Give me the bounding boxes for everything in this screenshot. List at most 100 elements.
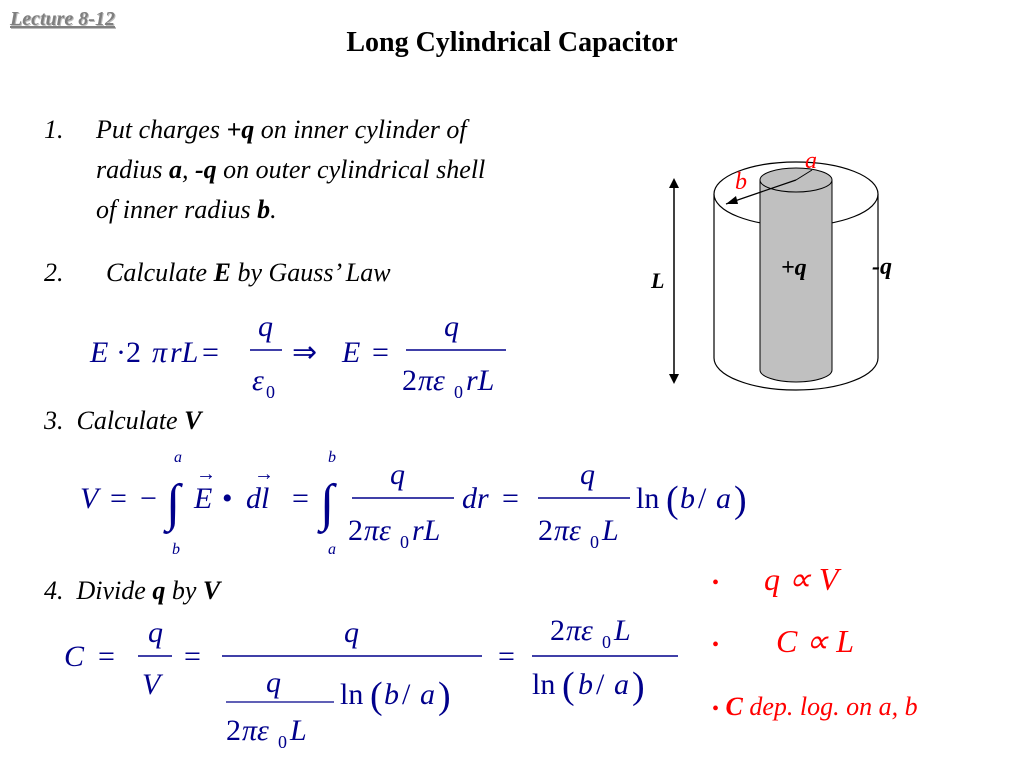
svg-text:=: = bbox=[292, 482, 309, 515]
svg-text:0: 0 bbox=[266, 382, 275, 402]
svg-text:/: / bbox=[402, 678, 411, 711]
svg-text:πε: πε bbox=[364, 514, 391, 547]
bullet-2-text: C ∝ L bbox=[776, 623, 854, 659]
svg-text:): ) bbox=[632, 665, 645, 707]
svg-text:=: = bbox=[98, 640, 115, 673]
svg-text:=: = bbox=[502, 482, 519, 515]
svg-text:⇒: ⇒ bbox=[292, 336, 317, 369]
svg-text:E: E bbox=[193, 482, 212, 515]
radius-b-arrow bbox=[725, 179, 797, 205]
svg-text:∫: ∫ bbox=[317, 475, 337, 534]
gauss-law-equation: E ·2 π rL = q ε 0 ⇒ E = q 2 πε 0 rL bbox=[89, 310, 506, 402]
svg-text:): ) bbox=[734, 479, 747, 521]
svg-text:•: • bbox=[222, 482, 233, 515]
svg-text:−: − bbox=[140, 482, 157, 515]
svg-text:q: q bbox=[266, 666, 281, 699]
svg-text:q: q bbox=[344, 616, 359, 649]
svg-text:=: = bbox=[110, 482, 127, 515]
svg-text:πε: πε bbox=[554, 514, 581, 547]
svg-text:a: a bbox=[328, 541, 336, 558]
svg-text:b: b bbox=[578, 668, 593, 701]
length-arrow-bottom bbox=[669, 374, 679, 384]
svg-text:/: / bbox=[596, 668, 605, 701]
svg-text:dl: dl bbox=[246, 482, 269, 515]
svg-text:q: q bbox=[148, 616, 163, 649]
step-1-line-1: Put charges +q on inner cylinder of bbox=[96, 115, 467, 144]
svg-text:=: = bbox=[498, 640, 515, 673]
svg-text:b: b bbox=[328, 449, 336, 466]
svg-text:2: 2 bbox=[226, 714, 241, 747]
svg-text:a: a bbox=[614, 668, 629, 701]
svg-text:E: E bbox=[89, 336, 108, 369]
svg-text:2: 2 bbox=[538, 514, 553, 547]
svg-text:(: ( bbox=[370, 675, 383, 717]
radius-b-arrowhead bbox=[726, 196, 738, 204]
step-1-line-3: of inner radius b. bbox=[96, 195, 277, 224]
svg-text:0: 0 bbox=[278, 732, 287, 752]
step-4-text: 4. Divide q by V bbox=[44, 576, 221, 605]
label-outer-charge: -q bbox=[872, 254, 892, 280]
svg-text:πε: πε bbox=[566, 614, 593, 647]
label-inner-charge: +q bbox=[781, 255, 807, 281]
svg-text:∫: ∫ bbox=[163, 475, 183, 534]
step-2-number: 2. bbox=[44, 258, 64, 287]
svg-text:L: L bbox=[601, 514, 619, 547]
svg-text:ln: ln bbox=[340, 678, 363, 711]
svg-text:0: 0 bbox=[602, 632, 611, 652]
svg-text:2: 2 bbox=[402, 364, 417, 397]
svg-text:b: b bbox=[384, 678, 399, 711]
svg-text:·2: ·2 bbox=[116, 336, 141, 369]
svg-text:πε: πε bbox=[418, 364, 445, 397]
svg-text:=: = bbox=[184, 640, 201, 673]
label-length: L bbox=[651, 268, 665, 293]
svg-text:): ) bbox=[438, 675, 451, 717]
svg-text:0: 0 bbox=[590, 532, 599, 552]
svg-text:0: 0 bbox=[454, 382, 463, 402]
step-2-text: Calculate E by Gauss’ Law bbox=[106, 258, 391, 287]
svg-text:L: L bbox=[289, 714, 307, 747]
svg-text:E: E bbox=[341, 336, 360, 369]
slide-title: Long Cylindrical Capacitor bbox=[346, 27, 678, 58]
svg-text:/: / bbox=[698, 482, 707, 515]
potential-equation: V = − ∫ a b E → • dl → = ∫ b a q 2 πε 0 … bbox=[80, 449, 747, 558]
svg-text:a: a bbox=[174, 449, 182, 466]
svg-text:π: π bbox=[152, 336, 168, 369]
svg-text:(: ( bbox=[666, 479, 679, 521]
svg-text:a: a bbox=[420, 678, 435, 711]
bullet-3: • C dep. log. on a, b bbox=[712, 692, 918, 721]
svg-text:dr: dr bbox=[462, 482, 489, 515]
svg-text:V: V bbox=[142, 668, 164, 701]
length-arrow-top bbox=[669, 178, 679, 188]
svg-text:=: = bbox=[202, 336, 219, 369]
svg-text:L: L bbox=[613, 614, 631, 647]
bullet-1-text: q ∝ V bbox=[764, 561, 839, 597]
step-1-number: 1. bbox=[44, 115, 64, 144]
svg-text:ln: ln bbox=[636, 482, 659, 515]
svg-text:q: q bbox=[258, 310, 273, 343]
svg-text:2: 2 bbox=[550, 614, 565, 647]
svg-text:πε: πε bbox=[242, 714, 269, 747]
svg-text:b: b bbox=[680, 482, 695, 515]
svg-text:ln: ln bbox=[532, 668, 555, 701]
svg-text:(: ( bbox=[562, 665, 575, 707]
radius-a-line bbox=[795, 169, 813, 181]
step-1-line-2: radius a, -q on outer cylindrical shell bbox=[96, 155, 486, 184]
svg-text:C: C bbox=[64, 640, 85, 673]
bullet-2-dot: • bbox=[712, 634, 720, 656]
svg-text:rL: rL bbox=[412, 514, 440, 547]
svg-text:rL: rL bbox=[466, 364, 494, 397]
svg-text:q: q bbox=[390, 458, 405, 491]
label-a: a bbox=[805, 148, 817, 174]
svg-text:→: → bbox=[196, 463, 216, 485]
capacitance-equation: C = q V = q q 2 πε 0 L ln ( b / a ) = 2 … bbox=[64, 614, 678, 752]
step-3-text: 3. Calculate V bbox=[44, 406, 202, 435]
svg-text:b: b bbox=[172, 541, 180, 558]
lecture-label: Lecture 8-12 bbox=[10, 8, 115, 30]
bullet-1-dot: • bbox=[712, 572, 720, 594]
svg-text:2: 2 bbox=[348, 514, 363, 547]
svg-text:→: → bbox=[254, 463, 274, 485]
svg-text:q: q bbox=[444, 310, 459, 343]
svg-text:V: V bbox=[80, 482, 102, 515]
inner-cylinder-body bbox=[759, 179, 833, 383]
svg-text:=: = bbox=[372, 336, 389, 369]
